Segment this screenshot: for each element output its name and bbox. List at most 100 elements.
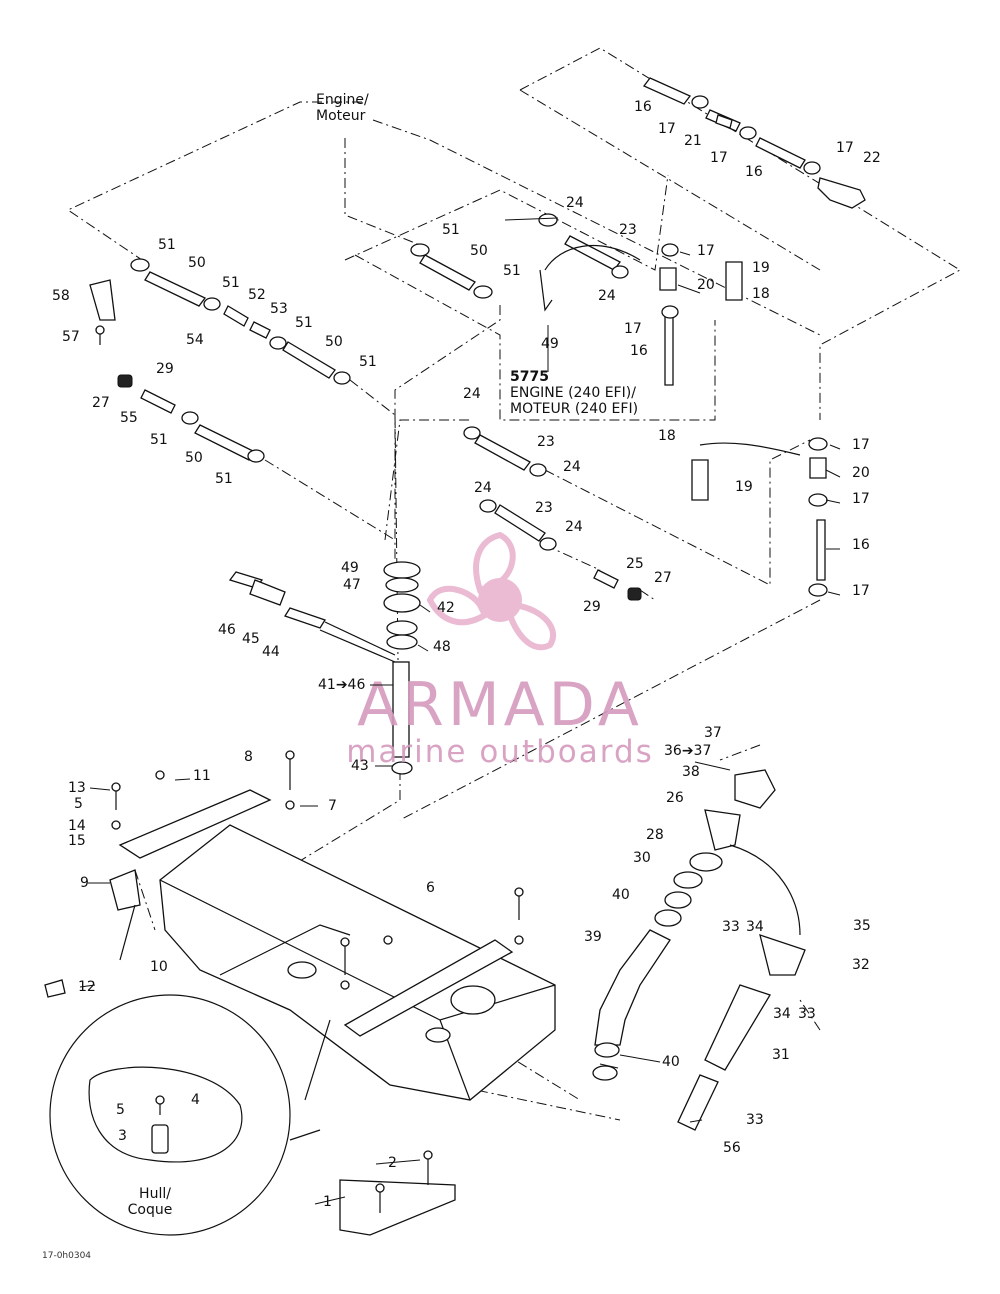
callout-32: 27 xyxy=(92,395,110,411)
callout-92: 5 xyxy=(116,1102,125,1118)
callout-72: 6 xyxy=(426,880,435,896)
callout-2: 21 xyxy=(684,133,702,149)
drawing-code: 17-0h0304 xyxy=(42,1251,91,1261)
callout-90: 56 xyxy=(723,1140,741,1156)
callout-50: 25 xyxy=(626,556,644,572)
callout-93: 3 xyxy=(118,1128,127,1144)
callout-27: 54 xyxy=(186,332,204,348)
leader-line-17 xyxy=(619,1054,661,1063)
leader-line-4 xyxy=(827,591,841,596)
screws xyxy=(95,325,524,1213)
callout-39: 24 xyxy=(563,459,581,475)
callout-37: 24 xyxy=(463,386,481,402)
callout-28: 51 xyxy=(295,315,313,331)
callout-42: 24 xyxy=(565,519,583,535)
leader-line-0 xyxy=(829,444,841,450)
callout-4: 16 xyxy=(745,164,763,180)
engine-note: 5775 ENGINE (240 EFI)/ MOTEUR (240 EFI) xyxy=(510,369,638,417)
leader-line-20 xyxy=(314,1196,346,1205)
callout-84: 32 xyxy=(852,957,870,973)
callout-60: 41➔46 xyxy=(318,677,365,693)
callout-7: 24 xyxy=(566,195,584,211)
callout-15: 16 xyxy=(630,343,648,359)
watermark-tagline: marine outboards xyxy=(346,734,654,770)
leader-line-22 xyxy=(174,778,191,781)
callout-91: 4 xyxy=(191,1092,200,1108)
callout-43: 17 xyxy=(852,437,870,453)
hull-label-line2: Coque xyxy=(128,1202,173,1218)
callout-57: 46 xyxy=(218,622,236,638)
callout-70: 12 xyxy=(78,979,96,995)
callout-88: 40 xyxy=(662,1054,680,1070)
callout-77: 28 xyxy=(646,827,664,843)
hull-detail xyxy=(49,994,321,1236)
callout-47: 17 xyxy=(852,491,870,507)
hull-label-line1: Hull/ xyxy=(139,1186,171,1202)
leader-line-23 xyxy=(89,787,111,791)
callout-54: 47 xyxy=(343,577,361,593)
callout-44: 18 xyxy=(658,428,676,444)
callout-10: 19 xyxy=(752,260,770,276)
fittings xyxy=(89,114,827,601)
callout-36: 51 xyxy=(215,471,233,487)
leader-line-9 xyxy=(419,604,431,613)
callout-17: 51 xyxy=(158,237,176,253)
callout-78: 30 xyxy=(633,850,651,866)
callout-87: 31 xyxy=(772,1047,790,1063)
propeller-logo-icon xyxy=(426,531,557,651)
callout-26: 53 xyxy=(270,301,288,317)
callout-13: 18 xyxy=(752,286,770,302)
leader-line-15 xyxy=(79,984,96,988)
callout-33: 55 xyxy=(120,410,138,426)
callout-25: 52 xyxy=(248,287,266,303)
callout-0: 16 xyxy=(634,99,652,115)
callout-14: 17 xyxy=(624,321,642,337)
callout-53: 49 xyxy=(341,560,359,576)
callout-61: 43 xyxy=(351,758,369,774)
leader-line-18 xyxy=(599,1063,619,1069)
callout-9: 17 xyxy=(697,243,715,259)
callout-22: 51 xyxy=(503,263,521,279)
leader-line-6 xyxy=(679,251,691,256)
callout-73: 37 xyxy=(704,725,722,741)
leader-line-19 xyxy=(689,1119,703,1123)
callout-numbers: 1617211716172224231719242018171649515051… xyxy=(52,99,881,1210)
engine-label-line1: Engine/ xyxy=(316,92,369,108)
callout-19: 51 xyxy=(222,275,240,291)
callout-76: 26 xyxy=(666,790,684,806)
callout-67: 15 xyxy=(68,833,86,849)
leader-line-21 xyxy=(375,1159,421,1165)
callout-83: 35 xyxy=(853,918,871,934)
callout-6: 22 xyxy=(863,150,881,166)
callout-41: 23 xyxy=(535,500,553,516)
callout-56: 48 xyxy=(433,639,451,655)
leader-line-5 xyxy=(504,217,559,221)
callout-49: 17 xyxy=(852,583,870,599)
callout-89: 33 xyxy=(746,1112,764,1128)
callout-55: 42 xyxy=(437,600,455,616)
callout-35: 50 xyxy=(185,450,203,466)
watermark: ARMADA marine outboards xyxy=(346,531,654,770)
callout-31: 29 xyxy=(156,361,174,377)
callout-18: 50 xyxy=(188,255,206,271)
leader-line-10 xyxy=(417,644,429,652)
callout-20: 51 xyxy=(442,222,460,238)
callout-8: 23 xyxy=(619,222,637,238)
callout-95: 1 xyxy=(323,1194,332,1210)
leader-line-16 xyxy=(694,761,731,771)
callout-11: 24 xyxy=(598,288,616,304)
engine-note-line2: MOTEUR (240 EFI) xyxy=(510,401,638,417)
sender-assembly xyxy=(228,561,421,775)
callout-30: 51 xyxy=(359,354,377,370)
callout-81: 33 xyxy=(722,919,740,935)
engine-label-line2: Moteur xyxy=(316,108,366,124)
callout-82: 34 xyxy=(746,919,764,935)
callout-38: 23 xyxy=(537,434,555,450)
hull-label: Hull/ Coque xyxy=(128,1186,173,1218)
callout-48: 16 xyxy=(852,537,870,553)
callout-21: 50 xyxy=(470,243,488,259)
tank-straps xyxy=(44,789,514,1236)
callout-12: 20 xyxy=(697,277,715,293)
callout-80: 39 xyxy=(584,929,602,945)
callout-29: 50 xyxy=(325,334,343,350)
